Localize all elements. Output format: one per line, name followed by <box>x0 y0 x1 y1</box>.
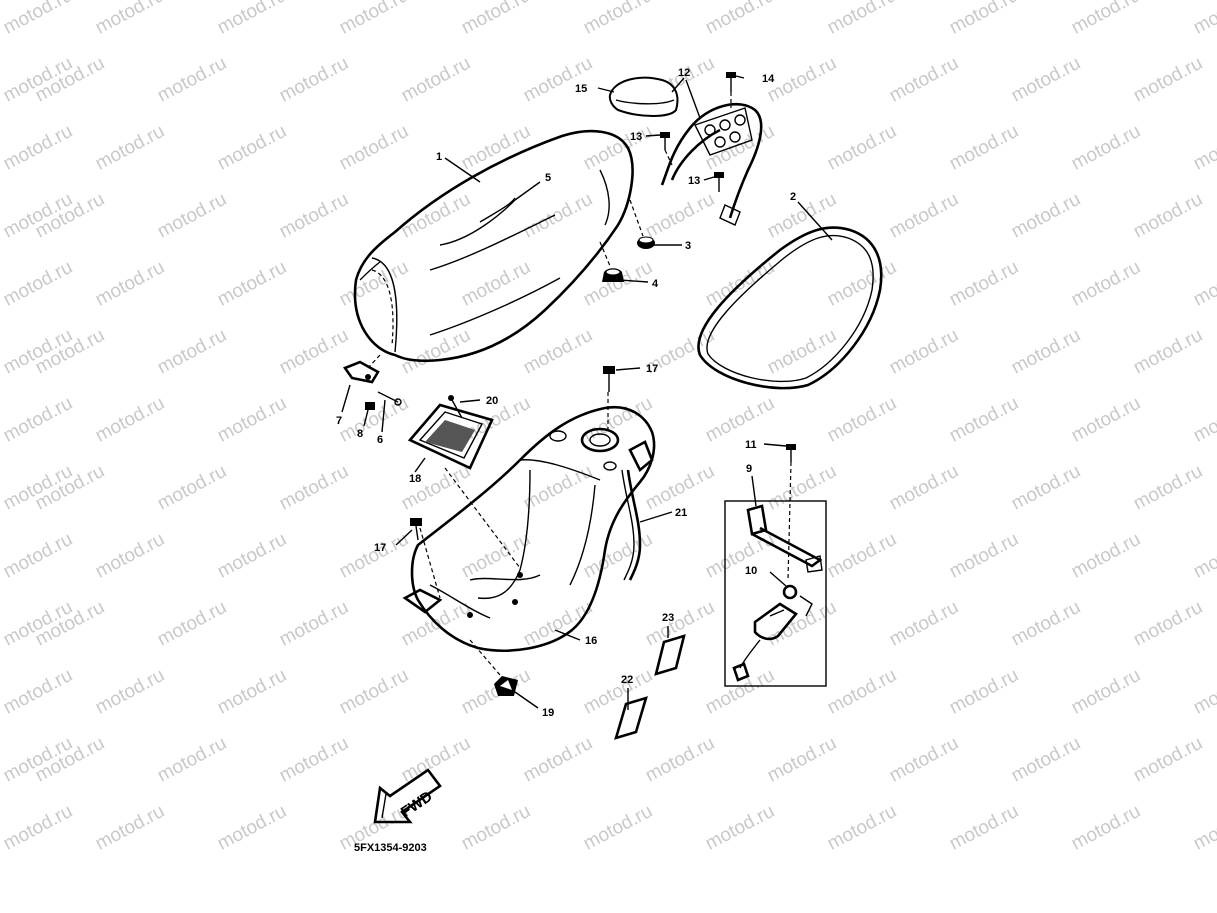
callout-5: 5 <box>545 172 551 184</box>
callout-22: 22 <box>621 674 633 686</box>
callout-2: 2 <box>790 191 796 203</box>
bolt-17b[interactable] <box>410 518 422 541</box>
damper-4[interactable] <box>602 268 624 282</box>
seat-cover-line <box>479 197 516 223</box>
callout-13b: 13 <box>688 175 700 187</box>
callout-21: 21 <box>675 507 687 519</box>
forward-direction-arrow: FWD <box>373 768 442 824</box>
screw-20[interactable] <box>448 395 463 419</box>
callout-13a: 13 <box>630 131 642 143</box>
bolt-13b[interactable] <box>714 172 724 192</box>
callout-20: 20 <box>486 395 498 407</box>
seat-seal[interactable] <box>697 226 883 390</box>
callout-numbers: 1 2 3 4 5 6 7 8 9 10 11 12 13 13 14 15 1… <box>336 67 796 719</box>
callout-6: 6 <box>377 434 383 446</box>
callout-17a: 17 <box>646 363 658 375</box>
seat[interactable] <box>353 129 634 363</box>
callout-8: 8 <box>357 428 363 440</box>
inspection-lid[interactable] <box>407 403 494 470</box>
cable-21[interactable] <box>621 469 642 581</box>
bolt-17a[interactable] <box>603 366 615 392</box>
callout-16: 16 <box>585 635 597 647</box>
rear-carrier[interactable] <box>660 102 763 226</box>
screw-11[interactable] <box>786 444 796 462</box>
callout-7: 7 <box>336 415 342 427</box>
hinge-pin[interactable] <box>377 391 402 406</box>
bolt-13a[interactable] <box>660 132 670 150</box>
leader-lines <box>341 75 833 710</box>
diagram-code: 5FX1354-9203 <box>354 842 427 854</box>
callout-18: 18 <box>409 473 421 485</box>
callout-15: 15 <box>575 83 587 95</box>
callout-14: 14 <box>762 73 775 85</box>
callout-10: 10 <box>745 565 757 577</box>
hinge-nut[interactable] <box>365 402 375 410</box>
callout-19: 19 <box>542 707 554 719</box>
callout-1: 1 <box>436 151 442 163</box>
label-23[interactable] <box>654 634 686 676</box>
callout-11: 11 <box>745 439 757 451</box>
back-cushion[interactable] <box>608 76 679 117</box>
callout-17b: 17 <box>374 542 386 554</box>
storage-box[interactable] <box>402 405 656 652</box>
callout-4: 4 <box>652 278 659 290</box>
clip-19[interactable] <box>494 676 518 696</box>
switch-detail-frame <box>724 500 827 687</box>
label-22[interactable] <box>614 696 648 740</box>
callout-9: 9 <box>746 463 752 475</box>
bolt-14[interactable] <box>726 72 736 92</box>
switch-bracket[interactable] <box>746 504 823 573</box>
callout-23: 23 <box>662 612 674 624</box>
hinge-bracket[interactable] <box>342 360 380 384</box>
callout-3: 3 <box>685 240 691 252</box>
callout-12: 12 <box>678 67 690 79</box>
main-switch[interactable] <box>732 584 813 682</box>
damper-3[interactable] <box>637 236 655 249</box>
